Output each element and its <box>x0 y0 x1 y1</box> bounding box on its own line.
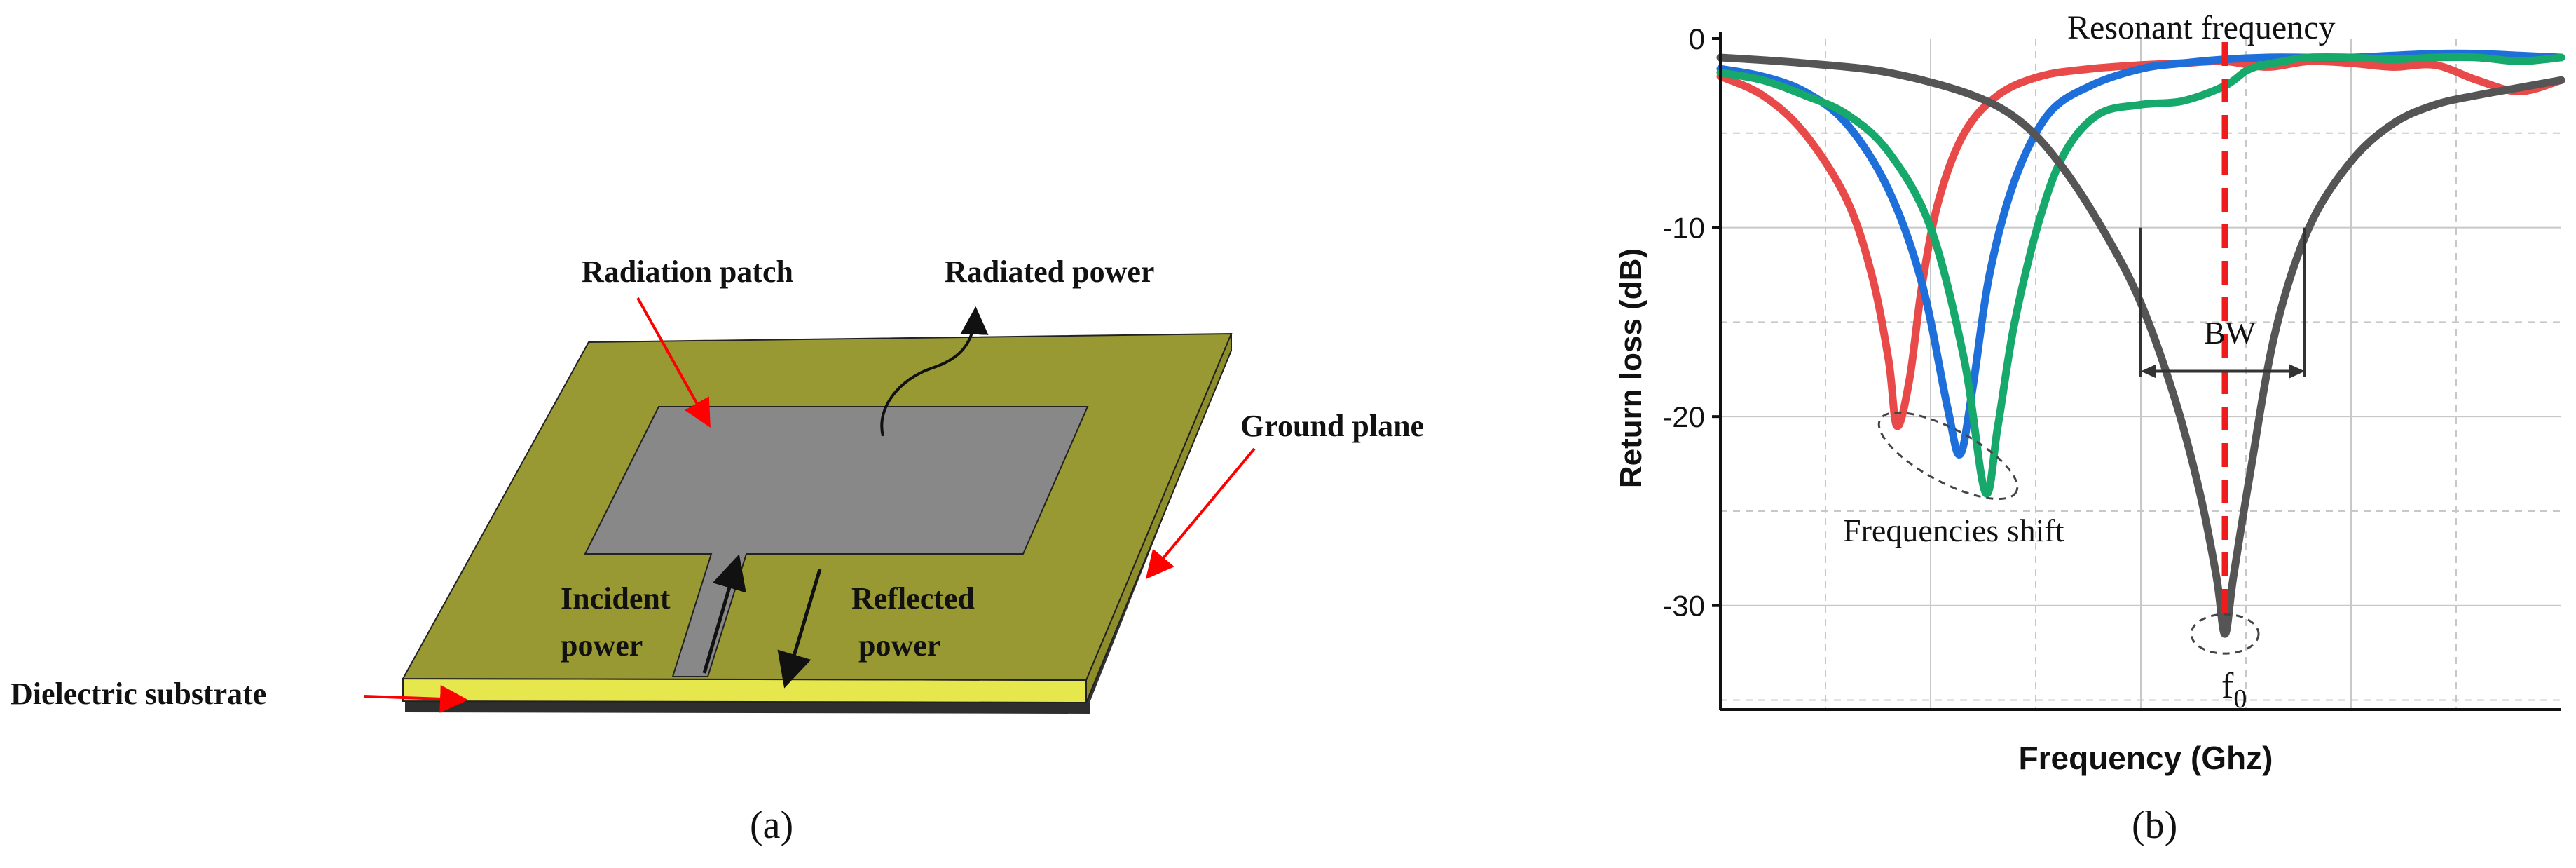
bw-arrowhead-right <box>2289 364 2305 379</box>
panel-a-antenna-diagram: Radiation patch Radiated power Ground pl… <box>11 255 1424 847</box>
annotation-resonant-frequency: Resonant frequency <box>2067 9 2336 46</box>
radiation-patch-pointer <box>636 297 711 428</box>
label-incident-power-line2: power <box>561 628 643 663</box>
bw-arrowhead-left <box>2141 364 2156 379</box>
substrate-front-edge <box>402 677 1087 704</box>
label-reflected-power-line2: power <box>858 628 940 663</box>
f0-ellipse <box>2190 613 2260 655</box>
label-dielectric-substrate: Dielectric substrate <box>11 677 266 711</box>
label-incident-power-line1: Incident <box>561 581 671 616</box>
ground-plane-pointer <box>1145 447 1256 580</box>
caption-b: (b) <box>2132 803 2177 847</box>
series-line-4 <box>1716 53 2565 638</box>
annotation-bw: BW <box>2204 315 2256 351</box>
y-tick-label: 0 <box>1689 22 1705 55</box>
ground-plane-bottom <box>405 701 1090 714</box>
annotation-frequencies-shift: Frequencies shift <box>1843 513 2064 548</box>
series-line-3 <box>1716 53 2565 498</box>
label-reflected-power-line1: Reflected <box>851 581 975 616</box>
frequencies-shift-ellipse <box>1877 411 2019 501</box>
dielectric-substrate-pointer <box>364 684 468 713</box>
label-ground-plane: Ground plane <box>1240 409 1424 443</box>
reflected-power-arrow <box>777 569 822 689</box>
chart-axes <box>1719 32 2561 711</box>
radiation-patch <box>584 406 1089 677</box>
label-radiation-patch: Radiation patch <box>582 255 793 289</box>
panel-b-return-loss-chart: 0 -10 -20 -30 Frequency (Ghz) Return loss (… <box>1614 9 2565 847</box>
chart-annotations <box>1877 42 2306 655</box>
y-axis-label: Return loss (dB) <box>1614 248 1648 488</box>
label-radiated-power: Radiated power <box>945 255 1154 289</box>
y-tick-label: -10 <box>1662 212 1705 245</box>
chart-y-ticks: 0 -10 -20 -30 <box>1662 22 1720 623</box>
caption-a: (a) <box>750 803 793 847</box>
y-tick-label: -30 <box>1662 590 1705 623</box>
x-axis-label: Frequency (Ghz) <box>2019 740 2273 776</box>
y-tick-label: -20 <box>1662 400 1705 433</box>
annotation-f0: f0 <box>2221 666 2247 714</box>
incident-power-arrow <box>702 554 746 674</box>
series-line-1 <box>1716 57 2565 430</box>
chart-series <box>1716 49 2565 638</box>
radiated-power-wave <box>880 306 989 437</box>
